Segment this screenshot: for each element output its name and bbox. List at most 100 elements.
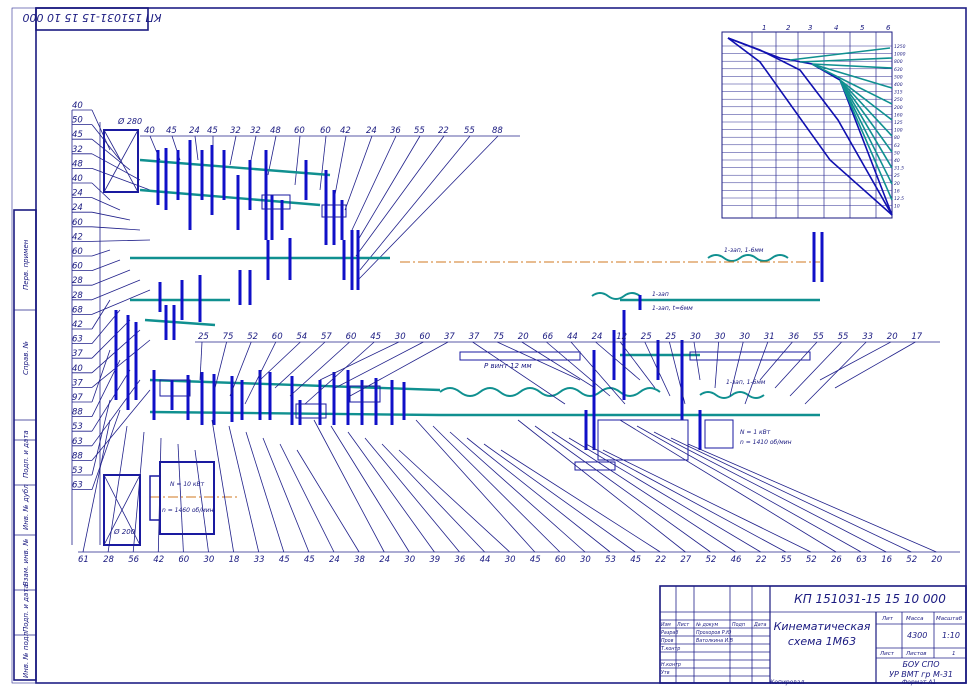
chart-rpm-value: 16 [894,188,900,194]
bottom-label: 53 [605,555,616,565]
left-label: 40 [72,364,83,374]
left-label: 53 [72,422,83,432]
mid-label: 33 [862,332,873,342]
bottom-label: 22 [655,555,666,565]
drawing-title-line-1: Кинематическая [774,620,871,633]
mid-label: 30 [395,332,406,342]
mid-label: 20 [518,332,529,342]
chart-column-number: 3 [808,24,812,32]
mid-label: 60 [419,332,430,342]
mid-label: 30 [690,332,701,342]
mid-label: 60 [346,332,357,342]
main-motor-speed: n = 1460 об/мин [162,507,214,514]
mid-label: 12 [616,332,627,342]
side-stamp: Перв. примен Справ. № Подп. и дата Инв. … [13,209,37,681]
bottom-label: 26 [831,555,842,565]
scale-value: 1:10 [942,631,960,640]
side-perv-primen: Перв. примен [22,239,30,290]
bottom-label: 45 [279,555,290,565]
feed-label-2: 1-зап, t=6мм [652,305,693,312]
chart-rpm-value: 100 [894,128,903,134]
chart-rpm-value: 1000 [894,52,906,58]
chart-rpm-value: 800 [894,59,903,65]
left-label: 42 [72,232,83,242]
mid-label: 36 [788,332,799,342]
chart-rpm-value: 500 [894,74,903,80]
bottom-label: 60 [555,555,566,565]
role-nkontr: Н.контр [661,662,681,668]
left-label: 60 [72,262,83,272]
mid-label: 54 [296,332,307,342]
bottom-label: 27 [680,555,691,565]
bottom-label: 24 [379,555,390,565]
chart-rpm-value: 200 [894,105,903,111]
top-label: 42 [340,126,351,136]
left-label: 40 [72,174,83,184]
bottom-label: 38 [354,555,365,565]
drawing-code: КП 151031-15 15 10 000 [794,592,946,606]
chart-rpm-values: 1250100080063050040031525020016012510080… [894,44,906,210]
chart-rpm-value: 20 [894,181,900,187]
mid-label: 20 [887,332,898,342]
bottom-label: 44 [480,555,491,565]
mid-label: 30 [715,332,726,342]
top-label: 45 [166,126,177,136]
chart-rpm-value: 315 [894,90,903,96]
role-list: Лист [676,622,689,628]
feed-label-1: 1-зап [652,291,669,298]
feed-label-4: 1-зап, 1-6мм [726,379,766,386]
left-label: 68 [72,305,83,315]
side-vzam-inv: Взам. инв. № [22,538,30,586]
role-sign: Подп [732,622,745,628]
left-label: 48 [72,159,83,169]
mirrored-code-box: КП 151031-15 15 10 000 [22,7,162,31]
chart-rpm-value: 1250 [894,44,906,50]
fast-motor-power: N = 1 кВт [740,429,771,436]
chart-column-number: 2 [786,24,791,32]
left-label: 37 [72,378,83,388]
pulley-top-diameter: Ø 280 [117,116,142,126]
bottom-label: 18 [229,555,240,565]
top-label: 48 [270,126,281,136]
chart-rpm-value: 25 [894,173,900,179]
mid-label: 60 [272,332,283,342]
mid-label: 37 [469,332,480,342]
bottom-label: 46 [731,555,742,565]
mid-label: 31 [764,332,775,342]
top-label: 88 [492,126,503,136]
mid-label: 75 [493,332,504,342]
mid-label: 44 [567,332,578,342]
mid-label: 75 [223,332,234,342]
feed-label-3: 1-зап, 1-6мм [724,247,764,254]
bottom-label: 36 [455,555,466,565]
bottom-label: 28 [103,555,114,565]
chart-column-number: 5 [860,24,865,32]
bottom-label: 20 [931,555,942,565]
left-label: 97 [72,393,83,403]
name-razrab: Прохоров Р.Ю [696,630,731,636]
top-label: 55 [464,126,475,136]
left-label: 45 [72,130,83,140]
chart-rpm-value: 10 [894,204,900,210]
bottom-label: 52 [806,555,817,565]
left-label: 24 [72,203,83,213]
left-label: 63 [72,481,83,491]
left-label: 40 [72,101,83,111]
chart-rpm-value: 12.5 [894,196,904,202]
left-label: 37 [72,349,83,359]
mirrored-code: КП 151031-15 15 10 000 [22,11,161,24]
side-podp-data-2: Подп. и дата [22,584,30,632]
mid-label: 57 [321,332,332,342]
organization-line-1: БОУ СПО [902,660,939,669]
sheets-label: Листов [905,651,927,657]
chart-rpm-value: 125 [894,120,903,126]
left-label: 32 [72,145,83,155]
format-label: Формат А1 [902,679,936,686]
left-label: 60 [72,247,83,257]
bottom-label: 30 [404,555,415,565]
left-label: 63 [72,335,83,345]
top-label: 36 [390,126,401,136]
